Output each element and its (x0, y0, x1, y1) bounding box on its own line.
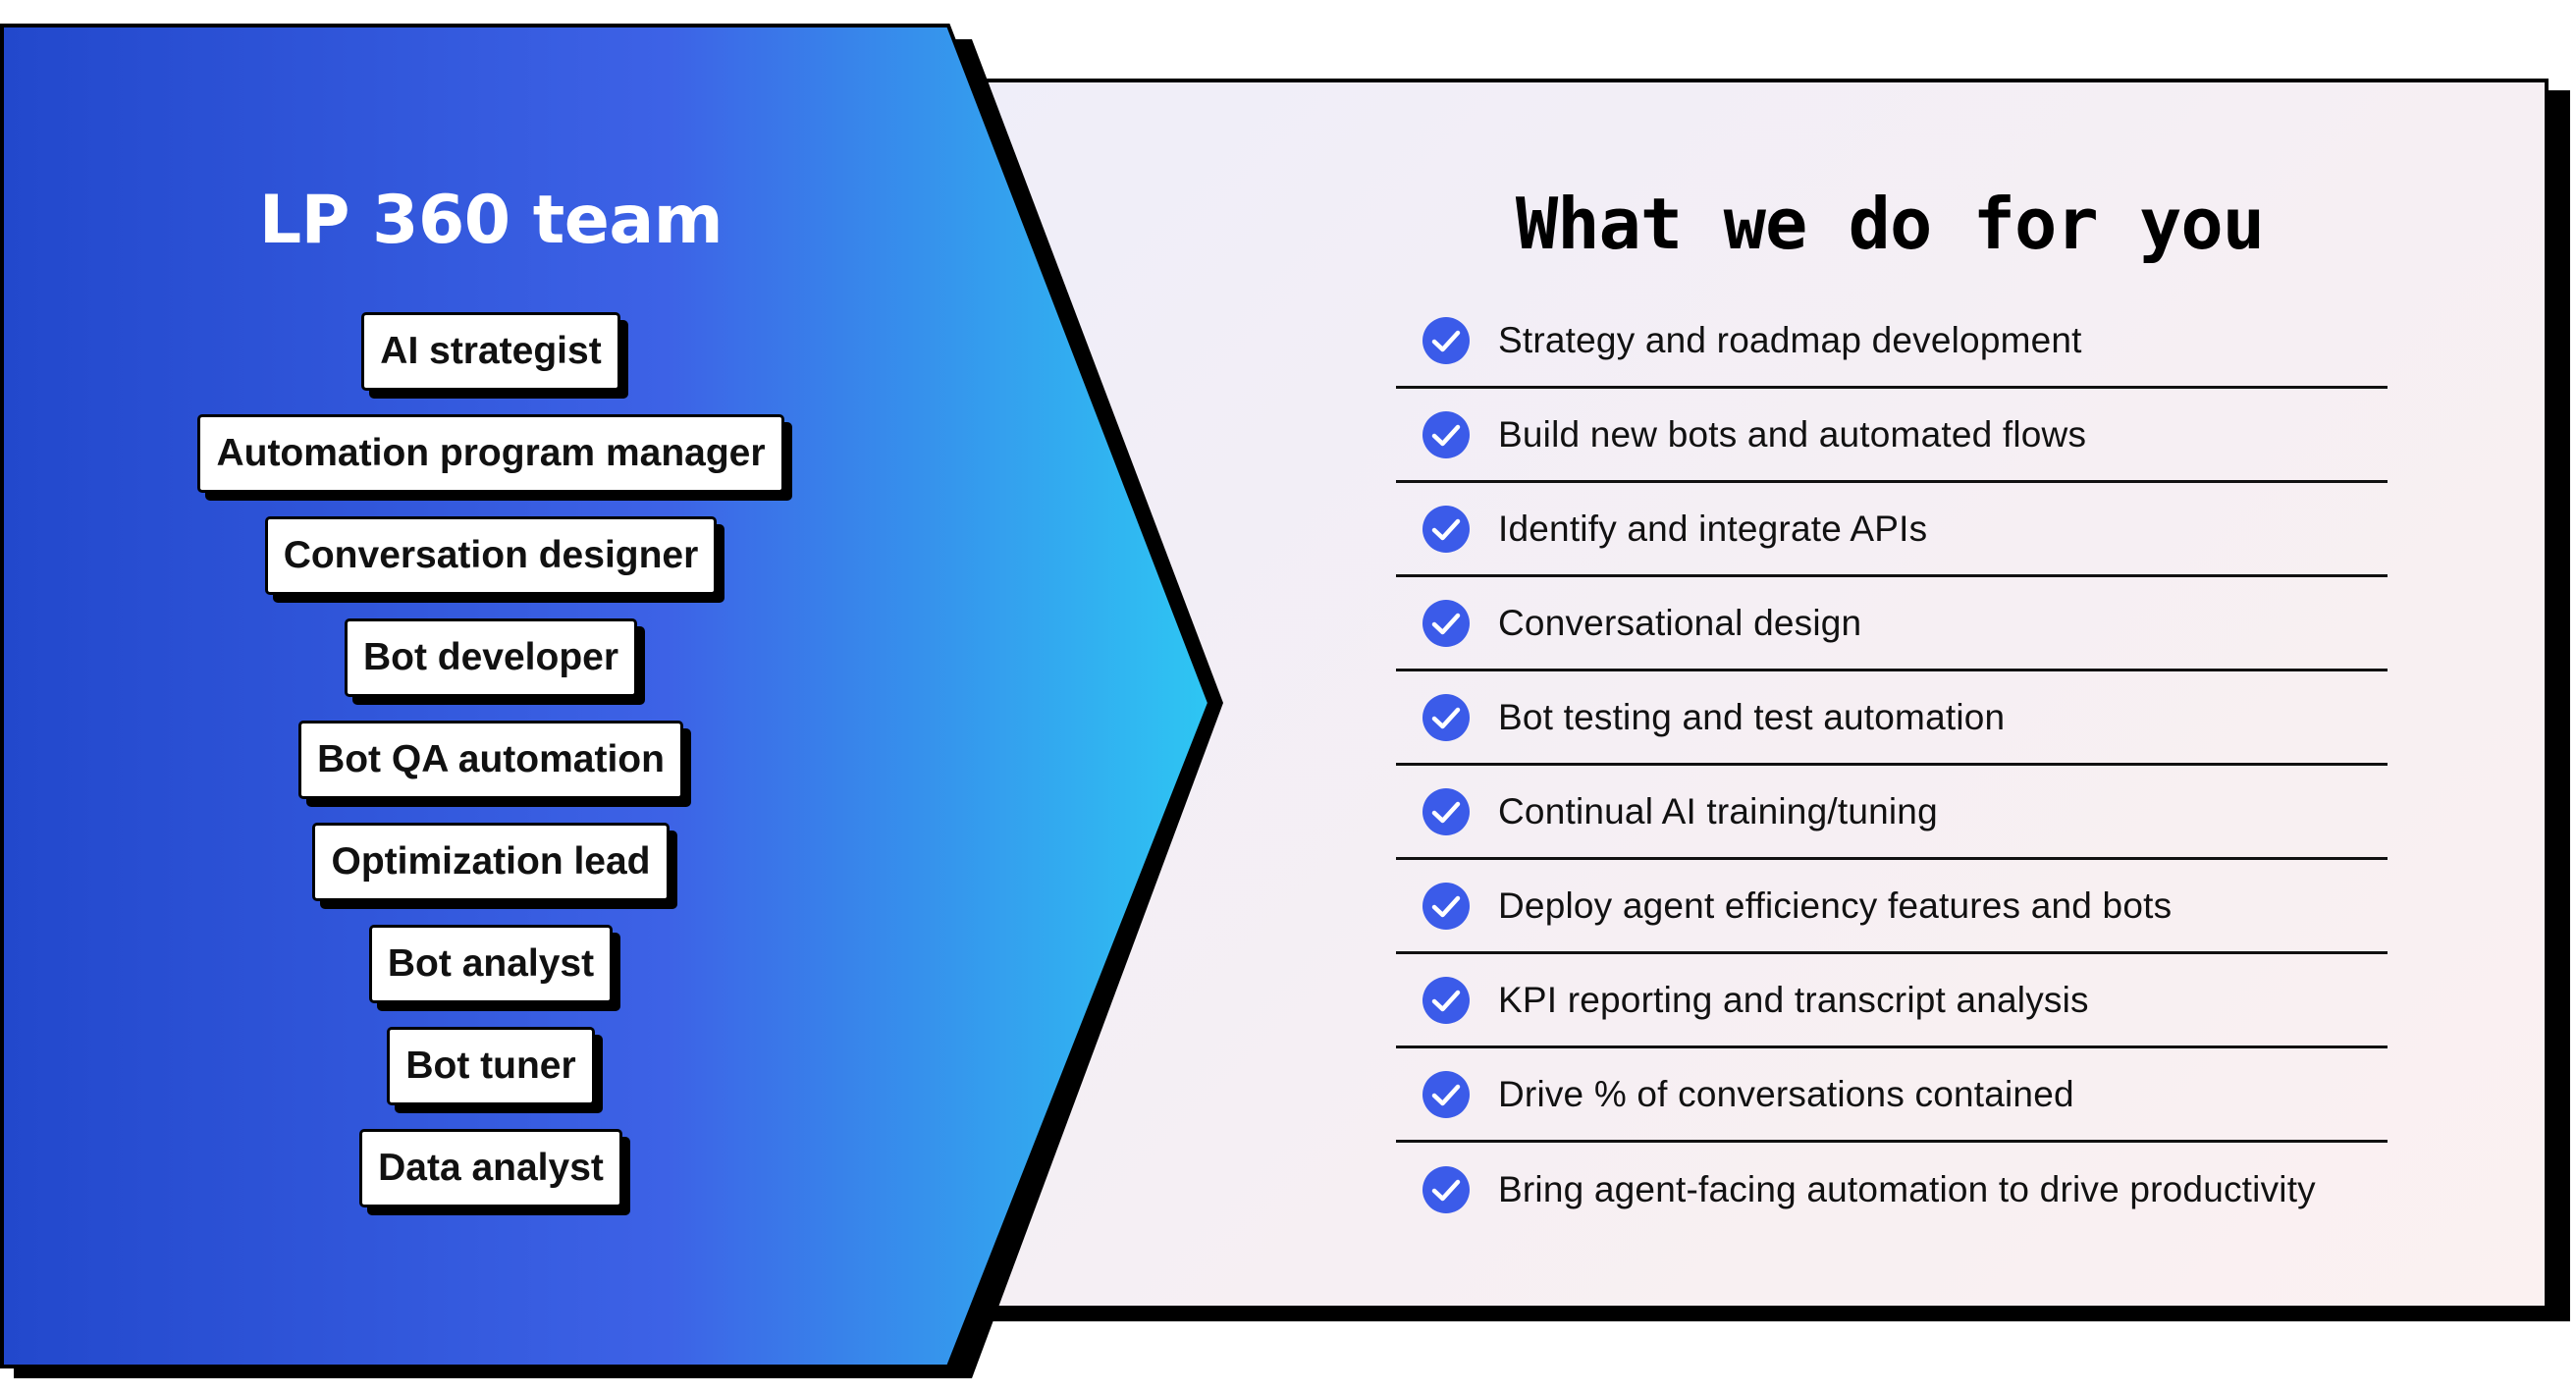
role-chip: Data analyst (359, 1129, 622, 1207)
service-label: Bring agent-facing automation to drive p… (1498, 1169, 2316, 1209)
check-circle-icon (1422, 1070, 1470, 1118)
service-item: Drive % of conversations contained (1396, 1048, 2388, 1143)
check-circle-icon (1422, 410, 1470, 458)
service-item: Identify and integrate APIs (1396, 483, 2388, 577)
team-title: LP 360 team (258, 182, 724, 259)
service-label: KPI reporting and transcript analysis (1498, 979, 2089, 1020)
service-item: Bring agent-facing automation to drive p… (1396, 1143, 2388, 1237)
services-panel (960, 79, 2549, 1310)
service-label: Identify and integrate APIs (1498, 508, 1928, 549)
service-item: Build new bots and automated flows (1396, 389, 2388, 483)
role-chip: AI strategist (361, 312, 620, 391)
service-label: Strategy and roadmap development (1498, 319, 2082, 360)
check-circle-icon (1422, 505, 1470, 553)
check-circle-icon (1422, 787, 1470, 835)
services-list: Strategy and roadmap development Build n… (1396, 295, 2388, 1237)
check-circle-icon (1422, 1166, 1470, 1213)
role-chip: Bot tuner (387, 1027, 595, 1105)
role-chip: Optimization lead (312, 823, 670, 901)
check-circle-icon (1422, 693, 1470, 741)
role-chip: Automation program manager (197, 414, 784, 493)
service-label: Continual AI training/tuning (1498, 790, 1938, 831)
service-item: Deploy agent efficiency features and bot… (1396, 860, 2388, 954)
role-chip: Bot developer (344, 618, 638, 697)
role-chip: Bot QA automation (298, 721, 683, 799)
service-item: Bot testing and test automation (1396, 671, 2388, 766)
service-label: Drive % of conversations contained (1498, 1073, 2074, 1114)
service-label: Build new bots and automated flows (1498, 413, 2087, 455)
services-title: What we do for you (1515, 183, 2265, 265)
service-item: Continual AI training/tuning (1396, 766, 2388, 860)
check-circle-icon (1422, 882, 1470, 930)
service-label: Deploy agent efficiency features and bot… (1498, 885, 2173, 926)
check-circle-icon (1422, 976, 1470, 1024)
service-item: Conversational design (1396, 577, 2388, 671)
role-chip: Bot analyst (368, 925, 614, 1003)
service-label: Conversational design (1498, 602, 1862, 643)
service-label: Bot testing and test automation (1498, 696, 2006, 737)
check-circle-icon (1422, 316, 1470, 364)
role-chip: Conversation designer (264, 516, 718, 595)
service-item: Strategy and roadmap development (1396, 295, 2388, 389)
service-item: KPI reporting and transcript analysis (1396, 954, 2388, 1048)
team-roles: AI strategist Automation program manager… (98, 312, 884, 1231)
check-circle-icon (1422, 599, 1470, 647)
